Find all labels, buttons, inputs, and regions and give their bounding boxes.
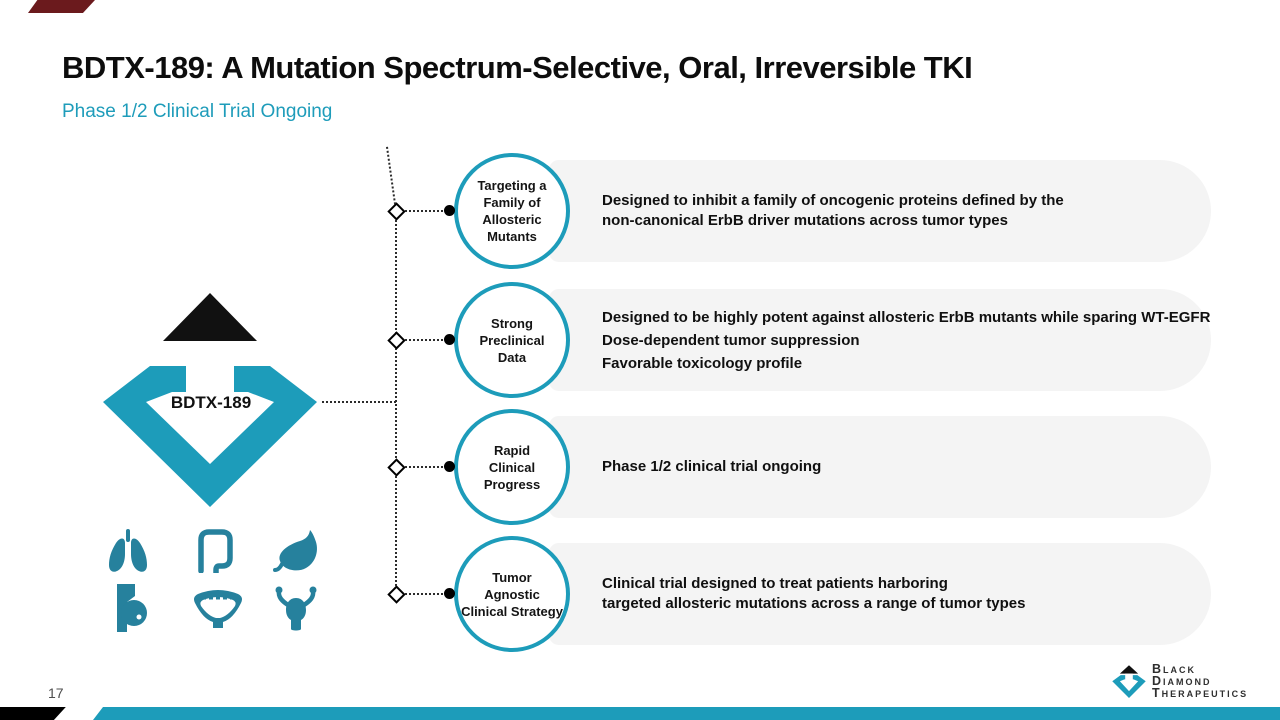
circle-text-line: Clinical Strategy bbox=[461, 603, 563, 619]
connector-dotted-line bbox=[401, 593, 443, 595]
pill-text-line: non-canonical ErbB driver mutations acro… bbox=[602, 212, 1008, 229]
circle-rapid-clinical: Rapid Clinical Progress bbox=[454, 409, 570, 525]
circle-strong-preclinical: Strong Preclinical Data bbox=[454, 282, 570, 398]
connector-spine bbox=[395, 211, 397, 594]
circle-text-line: Progress bbox=[483, 476, 541, 492]
connector-dotted-line bbox=[401, 339, 443, 341]
logo-line: Diamond bbox=[1152, 674, 1212, 688]
pill-text-line: Favorable toxicology profile bbox=[602, 354, 803, 372]
connector-dot-icon bbox=[444, 461, 455, 472]
logo-line: Black bbox=[1152, 662, 1197, 676]
circle-text-line: Preclinical bbox=[479, 332, 545, 348]
uterus-icon bbox=[275, 586, 317, 631]
teal-diamond-icon bbox=[103, 366, 317, 507]
circle-text-line: Mutants bbox=[487, 229, 537, 244]
page-number: 17 bbox=[48, 685, 64, 701]
circle-text-line: Strong bbox=[491, 315, 533, 331]
breast-icon bbox=[117, 584, 147, 632]
info-pill-preclinical: Designed to be highly potent against all… bbox=[549, 289, 1211, 391]
stomach-icon bbox=[273, 530, 317, 572]
lungs-icon bbox=[109, 529, 147, 572]
black-diamond-logo-icon bbox=[1112, 665, 1146, 698]
info-pill-clinical-trial: Phase 1/2 clinical trial ongoing bbox=[549, 416, 1211, 518]
pill-text-line: Phase 1/2 clinical trial ongoing bbox=[602, 458, 822, 475]
circle-text-line: Tumor bbox=[492, 569, 532, 585]
page-subtitle: Phase 1/2 Clinical Trial Ongoing bbox=[62, 101, 333, 122]
connector-diamond-icon bbox=[387, 585, 406, 604]
info-pill-targeting: Designed to inhibit a family of oncogeni… bbox=[549, 160, 1211, 262]
info-pill-tumor-agnostic: Clinical trial designed to treat patient… bbox=[549, 543, 1211, 645]
connector-dot-icon bbox=[444, 588, 455, 599]
page-title: BDTX-189: A Mutation Spectrum-Selective,… bbox=[62, 50, 973, 85]
circle-text-line: Rapid bbox=[493, 442, 531, 458]
top-left-accent-shape bbox=[28, 0, 95, 13]
pill-text-line: Designed to inhibit a family of oncogeni… bbox=[602, 192, 1064, 209]
company-logo-text: Black Diamond Therapeutics bbox=[1152, 662, 1249, 700]
circle-text-line: Data bbox=[497, 349, 527, 365]
diamond-top-notch bbox=[186, 360, 234, 394]
pill-text-line: Clinical trial designed to treat patient… bbox=[602, 575, 948, 592]
circle-text-line: Clinical bbox=[488, 459, 536, 475]
connector-diamond-icon bbox=[387, 331, 406, 350]
circle-text-line: Agnostic bbox=[484, 586, 540, 602]
connector-diamond-icon bbox=[387, 458, 406, 477]
connector-diamond-icon bbox=[387, 202, 406, 221]
circle-targeting-family: Targeting a Family of Allosteric Mutants bbox=[454, 153, 570, 269]
connector-spine-top bbox=[386, 146, 397, 209]
diamond-connector-line bbox=[322, 401, 396, 403]
bottom-black-bar bbox=[0, 707, 66, 720]
pill-text-line: Dose-dependent tumor suppression bbox=[602, 331, 860, 349]
circle-tumor-agnostic: Tumor Agnostic Clinical Strategy bbox=[454, 536, 570, 652]
bdtx-diamond-graphic bbox=[103, 293, 317, 507]
colon-icon bbox=[198, 529, 233, 573]
black-triangle-icon bbox=[163, 293, 257, 341]
logo-line: Therapeutics bbox=[1152, 686, 1249, 700]
bladder-icon bbox=[194, 590, 242, 628]
circle-text-line: Allosteric bbox=[482, 212, 542, 227]
pill-text-line: Designed to be highly potent against all… bbox=[602, 308, 1211, 326]
connector-dotted-line bbox=[401, 210, 443, 212]
connector-dotted-line bbox=[401, 466, 443, 468]
connector-dot-icon bbox=[444, 205, 455, 216]
connector-dot-icon bbox=[444, 334, 455, 345]
bottom-teal-bar bbox=[93, 707, 1280, 720]
bdtx-label: BDTX-189 bbox=[170, 393, 252, 412]
circle-text-line: Targeting a bbox=[477, 178, 547, 193]
circle-text-line: Family of bbox=[483, 195, 541, 210]
pill-text-line: targeted allosteric mutations across a r… bbox=[602, 595, 1026, 612]
